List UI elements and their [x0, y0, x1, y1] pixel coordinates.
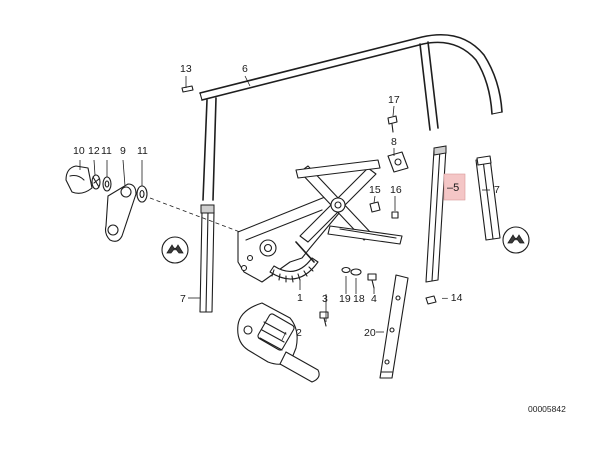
label-part-7-left: 7 — [180, 293, 186, 305]
part-labels: 13 6 17 10 12 11 9 11 8 15 16 –5 7 7 1 3… — [73, 63, 500, 339]
label-part-15: 15 — [369, 184, 381, 196]
label-part-4: 4 — [371, 293, 377, 305]
label-part-1: 1 — [297, 292, 303, 304]
label-part-18: 18 — [353, 293, 365, 305]
diagram-code: 00005842 — [528, 404, 566, 414]
label-part-16: 16 — [390, 184, 402, 196]
label-part-5: –5 — [447, 182, 459, 194]
label-part-13: 13 — [180, 63, 192, 75]
label-part-8: 8 — [391, 136, 397, 148]
drive-motor — [237, 302, 320, 383]
label-part-7-right: 7 — [494, 184, 500, 196]
clip-symbol-left — [161, 236, 189, 264]
crank-hardware-cluster — [65, 165, 241, 242]
window-regulator — [237, 159, 403, 283]
label-part-11-left: 11 — [101, 145, 112, 157]
lower-bracket-strip — [379, 274, 409, 379]
label-part-12: 12 — [88, 145, 100, 157]
part-5-highlight — [443, 173, 466, 201]
window-frame-part — [199, 33, 503, 201]
leader-lines — [79, 75, 490, 341]
label-part-14: – 14 — [442, 292, 463, 304]
rear-guide-channel — [475, 155, 501, 241]
label-part-6: 6 — [242, 63, 248, 75]
label-part-9: 9 — [120, 145, 126, 157]
label-part-19: 19 — [339, 293, 351, 305]
label-part-17: 17 — [388, 94, 400, 106]
label-part-20: 20 — [364, 327, 376, 339]
label-part-2: 2 — [296, 327, 302, 339]
label-part-11-right: 11 — [137, 145, 148, 157]
front-guide-channel — [199, 204, 215, 313]
label-part-10: 10 — [73, 145, 85, 157]
rear-channel-strip — [425, 145, 447, 283]
label-part-3: 3 — [322, 293, 328, 305]
fasteners — [181, 85, 437, 327]
clip-symbol-right — [502, 226, 530, 254]
